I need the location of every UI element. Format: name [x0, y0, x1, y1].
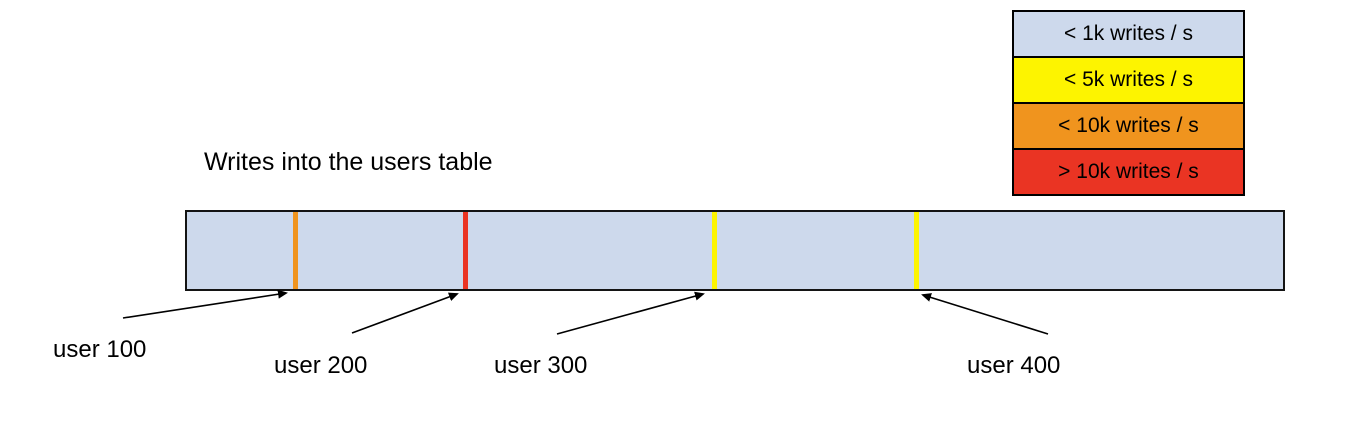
arrow-user-100: [122, 289, 288, 319]
diagram-title: Writes into the users table: [204, 148, 493, 176]
label-user-100: user 100: [53, 336, 147, 363]
tick-user-100: [293, 212, 298, 289]
arrow-user-200: [351, 292, 459, 334]
legend-item-lt-5k: < 5k writes / s: [1014, 56, 1243, 102]
arrow-user-300: [556, 291, 705, 335]
tick-user-200: [463, 212, 468, 289]
legend-label-lt-5k: < 5k writes / s: [1064, 68, 1193, 91]
tick-user-400: [914, 212, 919, 289]
legend-item-gt-10k: > 10k writes / s: [1014, 148, 1243, 194]
tick-user-300: [712, 212, 717, 289]
arrow-user-400: [921, 293, 1049, 335]
legend: < 1k writes / s < 5k writes / s < 10k wr…: [1012, 10, 1245, 196]
users-table-bar: [185, 210, 1285, 291]
legend-label-lt-1k: < 1k writes / s: [1064, 22, 1193, 45]
legend-item-lt-1k: < 1k writes / s: [1014, 12, 1243, 56]
label-user-400: user 400: [967, 352, 1061, 379]
label-user-200: user 200: [274, 352, 368, 379]
label-user-300: user 300: [494, 352, 588, 379]
legend-label-gt-10k: > 10k writes / s: [1058, 160, 1199, 183]
legend-item-lt-10k: < 10k writes / s: [1014, 102, 1243, 148]
legend-label-lt-10k: < 10k writes / s: [1058, 114, 1199, 137]
